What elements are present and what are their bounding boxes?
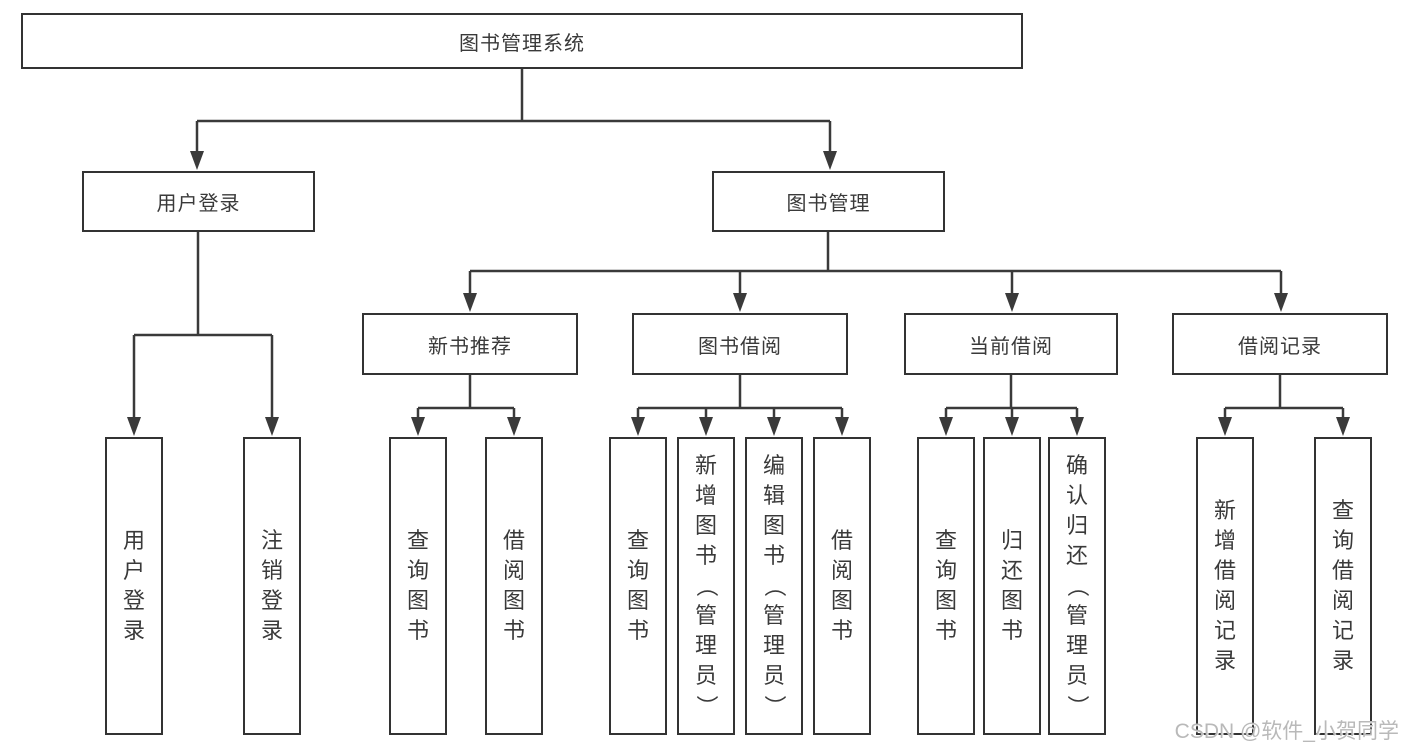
arrowhead: [939, 417, 953, 436]
leaf-query-books-borrow-label: 查询图书: [626, 528, 649, 643]
leaf-borrow-books-label: 借阅图书: [830, 528, 853, 643]
node-new-book-recommend-label: 新书推荐: [428, 335, 512, 358]
leaf-confirm-return-admin: 确认归还（管理员）: [1048, 437, 1106, 735]
node-user-login: 用户登录: [82, 171, 315, 232]
arrowhead: [1336, 417, 1350, 436]
node-user-login-label: 用户登录: [156, 193, 241, 215]
arrowhead: [507, 417, 521, 436]
leaf-add-books-admin-label: 新增图书（管理员）: [693, 453, 719, 718]
leaf-confirm-return-admin-label: 确认归还（管理员）: [1064, 453, 1090, 718]
leaf-query-borrow-record: 查询借阅记录: [1314, 437, 1372, 735]
node-book-borrow: 图书借阅: [632, 313, 848, 375]
arrowhead: [767, 417, 781, 436]
node-book-management: 图书管理: [712, 171, 945, 232]
node-borrow-records-label: 借阅记录: [1238, 335, 1322, 358]
arrowhead: [411, 417, 425, 436]
arrowhead: [631, 417, 645, 436]
arrowhead: [733, 293, 747, 312]
arrowhead: [1274, 293, 1288, 312]
leaf-logout-label: 注销登录: [260, 528, 283, 643]
node-library-system: 图书管理系统: [21, 13, 1023, 69]
leaf-query-books-recommend-label: 查询图书: [406, 528, 429, 643]
csdn-watermark: CSDN @软件_小贺同学: [1174, 720, 1399, 743]
leaf-add-borrow-record: 新增借阅记录: [1196, 437, 1254, 735]
leaf-query-borrow-record-label: 查询借阅记录: [1331, 498, 1354, 673]
arrowhead: [1070, 417, 1084, 436]
leaf-edit-books-admin: 编辑图书（管理员）: [745, 437, 803, 735]
node-book-management-label: 图书管理: [786, 193, 871, 215]
leaf-return-books: 归还图书: [983, 437, 1041, 735]
arrowhead: [835, 417, 849, 436]
leaf-borrow-books: 借阅图书: [813, 437, 871, 735]
node-new-book-recommend: 新书推荐: [362, 313, 578, 375]
node-current-borrow: 当前借阅: [904, 313, 1118, 375]
leaf-return-books-label: 归还图书: [1000, 528, 1023, 643]
node-book-borrow-label: 图书借阅: [698, 335, 782, 358]
arrowhead: [1218, 417, 1232, 436]
leaf-edit-books-admin-label: 编辑图书（管理员）: [761, 453, 787, 718]
node-borrow-records: 借阅记录: [1172, 313, 1388, 375]
leaf-query-books-borrow: 查询图书: [609, 437, 667, 735]
leaf-logout: 注销登录: [243, 437, 301, 735]
node-library-system-label: 图书管理系统: [459, 32, 585, 55]
arrowhead: [463, 293, 477, 312]
arrowhead: [1005, 417, 1019, 436]
leaf-borrow-books-recommend-label: 借阅图书: [502, 528, 525, 643]
leaf-user-login: 用户登录: [105, 437, 163, 735]
leaf-user-login-label: 用户登录: [122, 528, 145, 643]
leaf-query-books-current-label: 查询图书: [934, 528, 957, 643]
arrowhead: [1005, 293, 1019, 312]
leaf-add-borrow-record-label: 新增借阅记录: [1213, 498, 1236, 673]
arrowhead: [265, 417, 279, 436]
arrowhead: [190, 151, 204, 170]
arrowhead: [127, 417, 141, 436]
leaf-borrow-books-recommend: 借阅图书: [485, 437, 543, 735]
leaf-query-books-current: 查询图书: [917, 437, 975, 735]
leaf-query-books-recommend: 查询图书: [389, 437, 447, 735]
arrowhead: [823, 151, 837, 170]
node-current-borrow-label: 当前借阅: [969, 335, 1053, 358]
leaf-add-books-admin: 新增图书（管理员）: [677, 437, 735, 735]
arrowhead: [699, 417, 713, 436]
